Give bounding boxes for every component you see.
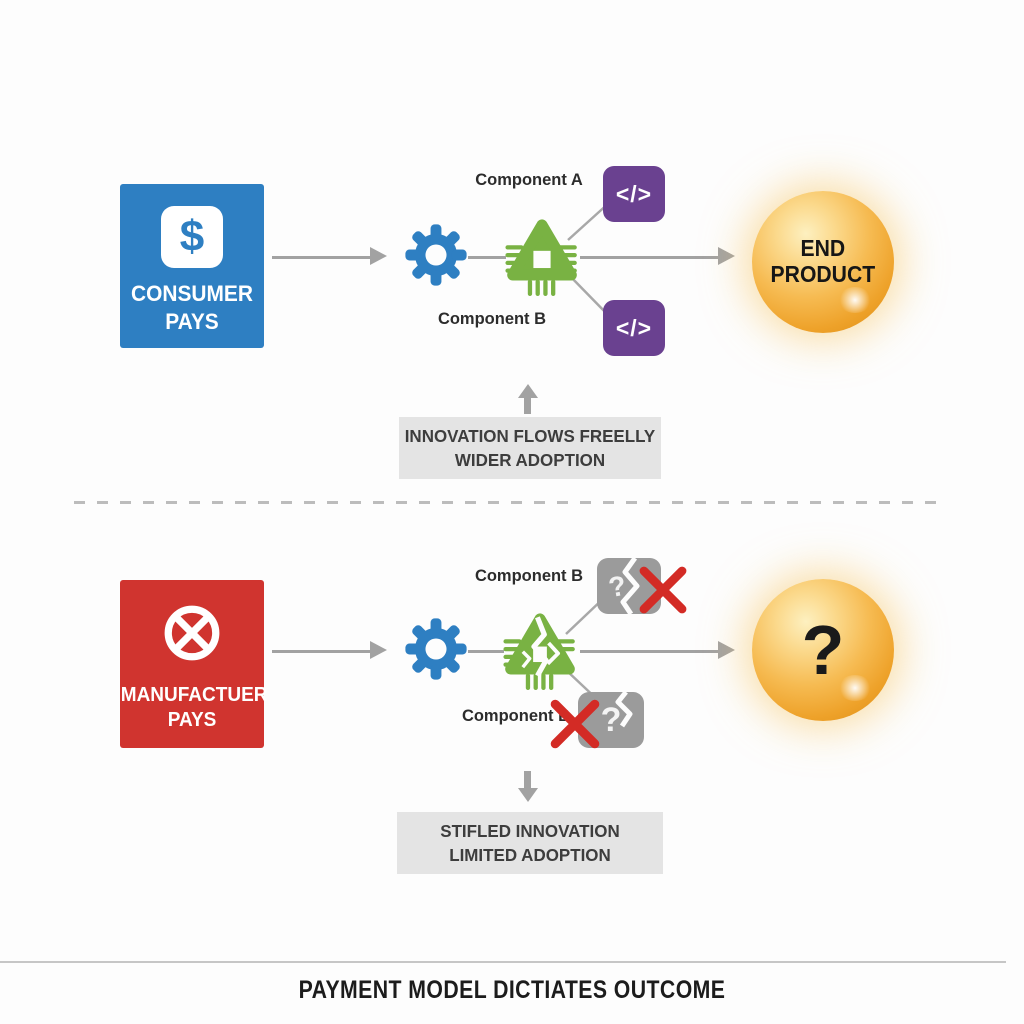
up-arrow-shaft <box>524 397 531 414</box>
up-arrow-icon <box>518 384 538 398</box>
arrowhead-to-product <box>718 247 735 265</box>
diagram-title: PAYMENT MODEL DICTIATES OUTCOME <box>298 976 726 1004</box>
section-divider <box>74 501 946 504</box>
question-glyph: ? <box>600 700 622 739</box>
dollar-icon: $ <box>161 206 223 268</box>
unknown-product-glyph: ? <box>801 611 845 689</box>
line-chip-to-unknown <box>580 650 718 653</box>
component-b-code-icon: </> <box>603 300 665 356</box>
line-chip-to-product <box>580 256 718 259</box>
down-arrow-shaft <box>524 771 531 788</box>
arrow-consumer-to-gear <box>272 256 372 259</box>
consumer-pays-card: $ CONSUMER PAYS <box>120 184 264 348</box>
component-a-code-icon: </> <box>603 166 665 222</box>
bottom-outcome-box: STIFLED INNOVATION LIMITED ADOPTION <box>397 812 663 874</box>
arrowhead-to-unknown <box>718 641 735 659</box>
down-arrow-icon <box>518 788 538 802</box>
end-product-sphere: END PRODUCT <box>752 191 894 333</box>
component-b-bottom-label: Component B <box>461 706 571 725</box>
top-outcome-box: INNOVATION FLOWS FREELLY WIDER ADOPTION <box>399 417 661 479</box>
dollar-glyph: $ <box>179 212 205 261</box>
broken-chip-icon <box>503 613 575 690</box>
chip-icon <box>505 219 577 296</box>
crossed-circle-icon <box>159 600 225 671</box>
component-b-label: Component B <box>437 309 547 328</box>
arrow-manufacturer-to-gear <box>272 650 372 653</box>
end-product-label: END PRODUCT <box>770 235 876 287</box>
svg-text:?: ? <box>606 570 628 604</box>
consumer-pays-label: CONSUMER PAYS <box>131 281 253 334</box>
component-b-top-label: Component B <box>474 566 584 585</box>
line-gear-to-chip <box>468 256 506 259</box>
manufacturer-pays-label: MANUFACTUER PAYS <box>120 684 268 731</box>
line-gear-to-chip <box>468 650 504 653</box>
gear-icon <box>405 224 467 286</box>
arrowhead-manufacturer-to-gear <box>370 641 387 659</box>
arrowhead-consumer-to-gear <box>370 247 387 265</box>
component-a-label: Component A <box>475 170 583 189</box>
manufacturer-pays-card: MANUFACTUER PAYS <box>120 580 268 748</box>
red-cross-icon <box>639 566 687 614</box>
gear-icon <box>405 618 467 680</box>
unknown-product-sphere: ? <box>752 579 894 721</box>
red-cross-icon <box>550 699 600 749</box>
footer-divider-line <box>0 961 1006 963</box>
broken-component-top-icon: ? <box>597 558 661 614</box>
